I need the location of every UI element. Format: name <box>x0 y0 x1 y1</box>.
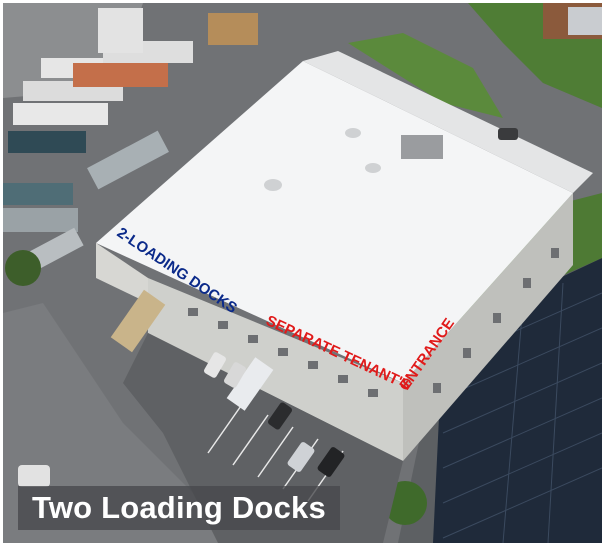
delivery-truck <box>226 357 274 411</box>
aerial-photo: 2-LOADING DOCKS SEPARATE TENANT'S ENTRAN… <box>3 3 602 543</box>
building-wall-front <box>148 278 403 461</box>
building-wall-right <box>403 193 573 461</box>
roof-parapet <box>303 51 593 193</box>
building-wall-left <box>96 243 148 303</box>
aerial-photo-drawing: 2-LOADING DOCKS SEPARATE TENANT'S ENTRAN… <box>3 3 602 543</box>
wall-windows <box>188 248 559 397</box>
roof-vents <box>264 128 443 191</box>
lower-left-lot <box>3 303 233 543</box>
photo-caption: Two Loading Docks <box>18 486 340 530</box>
parked-car <box>18 465 50 487</box>
neighbor-building-roof <box>568 7 602 35</box>
pallet-stack <box>208 13 258 45</box>
parked-trailers <box>3 8 193 279</box>
parked-cars <box>204 128 518 477</box>
box-truck <box>110 289 166 353</box>
tree <box>5 250 41 286</box>
grass-strip <box>348 33 503 118</box>
building-roof <box>96 61 573 383</box>
